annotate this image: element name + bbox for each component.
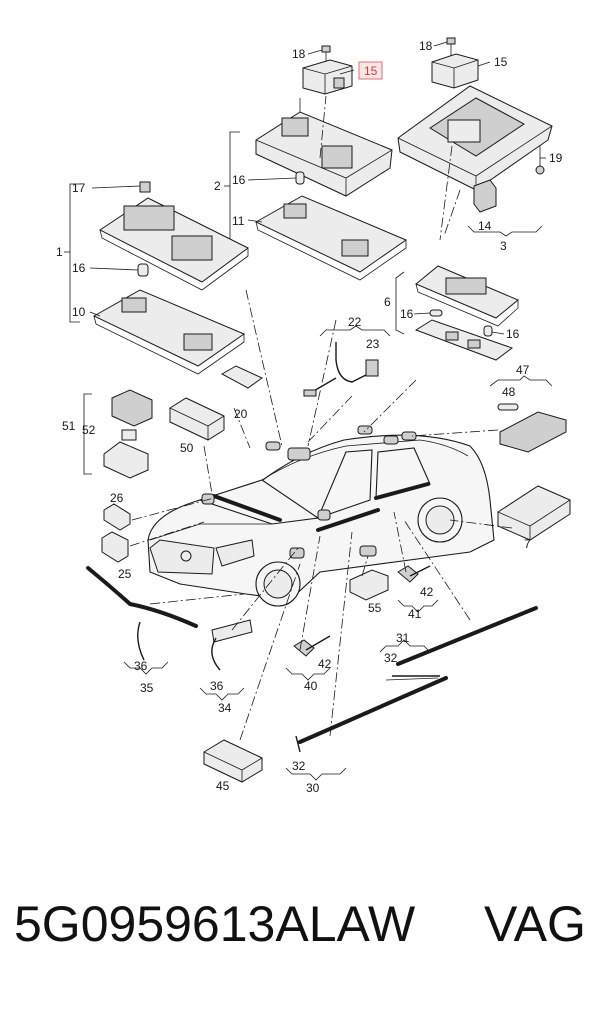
housing-icon bbox=[103, 441, 149, 479]
sensor-group-40 bbox=[285, 635, 331, 681]
control-module-50 bbox=[169, 397, 225, 441]
interior-light-group-6 bbox=[395, 265, 519, 361]
callout-51: 51 bbox=[62, 419, 76, 433]
callout-3: 3 bbox=[500, 239, 507, 253]
highlight-callout-box bbox=[358, 61, 383, 80]
switch-icon bbox=[473, 179, 497, 213]
connector-icon bbox=[139, 181, 151, 193]
callout-32a: 32 bbox=[384, 651, 398, 665]
sensor-group-41 bbox=[397, 565, 439, 613]
callout-42b: 42 bbox=[420, 585, 434, 599]
callout-2: 2 bbox=[214, 179, 221, 193]
car-body-illustration bbox=[147, 425, 495, 607]
roof-frame-icon bbox=[397, 85, 553, 191]
module-45 bbox=[203, 739, 263, 783]
callout-42a: 42 bbox=[318, 657, 332, 671]
footer: 5G0959613ALAW VAG bbox=[0, 895, 600, 985]
callout-17: 17 bbox=[72, 181, 86, 195]
roof-console-upper-icon bbox=[255, 98, 393, 197]
callout-7: 7 bbox=[524, 537, 531, 551]
callout-16b: 16 bbox=[72, 261, 86, 275]
sensor-25 bbox=[101, 531, 129, 563]
callout-31: 31 bbox=[396, 631, 410, 645]
callout-16d: 16 bbox=[506, 327, 520, 341]
connector-icon bbox=[121, 429, 137, 441]
callout-18b: 18 bbox=[419, 39, 433, 53]
roof-console-group-1 bbox=[64, 181, 249, 375]
control-module-icon bbox=[111, 389, 153, 427]
callout-47: 47 bbox=[516, 363, 530, 377]
callout-19: 19 bbox=[549, 151, 563, 165]
strip-group-30 bbox=[285, 676, 448, 781]
bulb-icon bbox=[429, 309, 493, 337]
callout-1: 1 bbox=[56, 245, 63, 259]
roof-console-lower-icon bbox=[254, 195, 408, 281]
callout-48: 48 bbox=[502, 385, 516, 399]
interior-light-icon bbox=[415, 265, 519, 327]
cable-assembly-22 bbox=[303, 325, 391, 397]
callout-15-highlighted: 15 bbox=[364, 64, 378, 78]
bulb-icon bbox=[137, 263, 149, 277]
roof-module-group-3 bbox=[397, 37, 553, 237]
callout-40: 40 bbox=[304, 679, 318, 693]
callout-36a: 36 bbox=[134, 659, 148, 673]
callout-45: 45 bbox=[216, 779, 230, 793]
screw-icon bbox=[535, 146, 545, 175]
roof-console-lower-icon bbox=[92, 289, 246, 375]
callout-41: 41 bbox=[408, 607, 422, 621]
callout-23: 23 bbox=[366, 337, 380, 351]
callout-11: 11 bbox=[232, 214, 245, 228]
callout-22: 22 bbox=[348, 315, 362, 329]
light-group-34 bbox=[199, 619, 253, 701]
lamp-group-47 bbox=[489, 375, 567, 453]
callout-50: 50 bbox=[180, 441, 194, 455]
roof-console-upper-icon bbox=[99, 197, 249, 291]
callout-52: 52 bbox=[82, 423, 96, 437]
callout-32b: 32 bbox=[292, 759, 306, 773]
callout-20: 20 bbox=[234, 407, 248, 421]
handle-55 bbox=[349, 569, 389, 601]
strip-group-31 bbox=[379, 606, 538, 681]
callout-36b: 36 bbox=[210, 679, 224, 693]
leader-lines bbox=[89, 41, 546, 335]
control-module-icon bbox=[302, 59, 353, 95]
callout-14: 14 bbox=[478, 219, 492, 233]
callout-30: 30 bbox=[306, 781, 320, 795]
callout-10: 10 bbox=[72, 305, 86, 319]
control-module-icon bbox=[431, 53, 479, 89]
module-7 bbox=[497, 485, 571, 541]
lens-icon bbox=[414, 319, 514, 361]
callout-16a: 16 bbox=[232, 173, 246, 187]
bracket-26 bbox=[103, 503, 131, 531]
part-number-text: 5G0959613ALAW bbox=[14, 896, 416, 952]
callout-labels: 18 15 18 15 19 16 2 11 14 3 17 1 16 10 6… bbox=[56, 39, 563, 795]
brand-text: VAG bbox=[484, 896, 586, 952]
callout-15b: 15 bbox=[494, 55, 508, 69]
callout-55: 55 bbox=[368, 601, 382, 615]
light-20 bbox=[220, 365, 263, 389]
callout-34: 34 bbox=[218, 701, 232, 715]
strip-group-35 bbox=[86, 566, 198, 675]
roof-console-group-2 bbox=[224, 45, 408, 281]
module-group-51 bbox=[83, 389, 153, 479]
bulb-icon bbox=[497, 403, 519, 411]
callout-25: 25 bbox=[118, 567, 132, 581]
callout-6: 6 bbox=[384, 295, 391, 309]
callout-35: 35 bbox=[140, 681, 154, 695]
callout-16c: 16 bbox=[400, 307, 414, 321]
lamp-icon bbox=[499, 411, 567, 453]
reference-lines bbox=[129, 95, 513, 741]
bulb-icon bbox=[295, 171, 305, 185]
callout-18a: 18 bbox=[292, 47, 306, 61]
parts-exploded-diagram: 18 15 18 15 19 16 2 11 14 3 17 1 16 10 6… bbox=[56, 37, 571, 795]
bolt-icon bbox=[446, 37, 456, 56]
callout-26: 26 bbox=[110, 491, 124, 505]
